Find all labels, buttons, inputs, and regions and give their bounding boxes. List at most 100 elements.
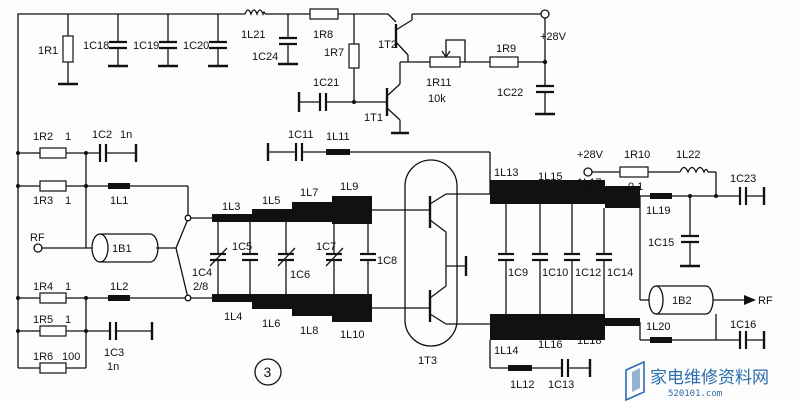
label-1l2: 1L2	[110, 281, 128, 293]
label-1r1: 1R1	[38, 45, 58, 57]
label-1c3-value: 1n	[107, 361, 119, 373]
rf-output-arrow	[744, 295, 756, 305]
label-1l22: 1L22	[676, 149, 700, 161]
label-1r2-value: 1	[65, 131, 71, 143]
capacitor-1c20	[208, 14, 228, 68]
watermark-text: 家电维修资料网	[650, 368, 769, 388]
figure-number-text: 3	[264, 364, 272, 380]
label-1l4: 1L4	[224, 311, 242, 323]
label-1c9: 1C9	[508, 267, 528, 279]
label-1b2: 1B2	[672, 295, 692, 307]
label-1c2: 1C2	[92, 129, 112, 141]
label-1r6-value: 100	[62, 351, 80, 363]
label-rf-in: RF	[30, 232, 45, 244]
watermark-sub: 520101.com	[668, 389, 722, 399]
output-section-labels: +28V 1R10 0.1 1L22 1C23 1L19 1C15 1B2 RF…	[577, 149, 773, 333]
stripline-1l1	[108, 183, 130, 189]
label-supply-right: +28V	[577, 149, 604, 161]
label-1l12: 1L12	[510, 379, 534, 391]
stripline-1l2	[108, 295, 130, 301]
trimmer-1c6	[277, 222, 296, 294]
label-1c23: 1C23	[730, 173, 756, 185]
label-1l1: 1L1	[110, 195, 128, 207]
capacitor-1c12	[564, 204, 580, 314]
resistor-1r7	[348, 43, 360, 69]
resistor-1r6	[39, 362, 67, 374]
resistor-1r3	[39, 180, 67, 192]
label-1c14: 1C14	[607, 267, 633, 279]
rf-input-terminal	[33, 243, 43, 253]
label-1c3: 1C3	[104, 347, 124, 359]
capacitor-1c10	[532, 204, 548, 314]
label-1c10: 1C10	[542, 267, 568, 279]
label-1l15: 1L15	[538, 171, 562, 183]
label-1l6: 1L6	[262, 318, 280, 330]
label-1c7: 1C7	[316, 241, 336, 253]
label-1l9: 1L9	[340, 181, 358, 193]
stripline-lower-input	[212, 294, 372, 322]
watermark-logo-icon	[625, 360, 645, 402]
capacitor-1c19	[158, 14, 178, 68]
label-1c24: 1C24	[252, 51, 278, 63]
feed-1l12-1c13: 1L12 1C13	[489, 340, 592, 391]
inductor-1l21	[244, 9, 266, 17]
capacitor-1c8	[360, 224, 376, 294]
label-1c4-value: 2/8	[193, 281, 208, 293]
stripline-1l20	[650, 337, 672, 343]
input-striplines	[191, 196, 430, 322]
resistor-1r8	[309, 8, 339, 20]
capacitor-1c24	[278, 14, 298, 66]
inductor-1l22	[679, 166, 709, 174]
label-1l11: 1L11	[326, 131, 350, 143]
watermark: 家电维修资料网 520101.com	[625, 360, 769, 402]
input-network	[16, 144, 192, 374]
bias-circuit	[17, 8, 555, 148]
label-1c11: 1C11	[288, 129, 313, 141]
feed-1c11-1l11: 1C11 1L11	[266, 129, 491, 194]
resistor-1r10	[619, 166, 649, 178]
label-1r3: 1R3	[33, 195, 53, 207]
label-1b1: 1B1	[112, 243, 132, 255]
capacitor-1c18	[108, 14, 128, 68]
label-1r9: 1R9	[496, 43, 516, 55]
label-1r8: 1R8	[313, 29, 333, 41]
output-labels: 1L13 1L15 1L17 1C9 1C10 1C12 1C14 1L14 1…	[494, 167, 633, 357]
label-1c18: 1C18	[83, 40, 109, 52]
label-1r3-value: 1	[65, 195, 71, 207]
label-1l7: 1L7	[300, 187, 318, 199]
label-1c4: 1C4	[192, 267, 212, 279]
label-1c2-value: 1n	[120, 129, 132, 141]
stripline-upper-output	[490, 180, 640, 208]
label-1r7: 1R7	[324, 47, 344, 59]
label-1l5: 1L5	[262, 195, 280, 207]
label-1c12: 1C12	[575, 267, 601, 279]
figure-number: 3	[254, 358, 282, 386]
capacitor-1c21	[297, 92, 387, 112]
label-1t2: 1T2	[378, 39, 397, 51]
stripline-lower-output	[490, 314, 640, 340]
label-rf-out: RF	[758, 295, 773, 307]
resistor-1r5	[39, 325, 67, 337]
resistor-1r9	[489, 56, 519, 68]
label-1r11: 1R11	[426, 77, 451, 89]
label-1r4-value: 1	[65, 281, 71, 293]
label-1l19: 1L19	[646, 205, 670, 217]
potentiometer-1r11	[420, 39, 490, 68]
transistor-1t3	[404, 159, 490, 347]
output-section	[583, 166, 766, 349]
resistor-1r2	[39, 147, 67, 159]
transistor-1t2	[387, 13, 545, 63]
label-1c5: 1C5	[232, 241, 252, 253]
label-1l3: 1L3	[222, 201, 240, 213]
label-1c13: 1C13	[548, 379, 574, 391]
supply-terminal-right	[583, 167, 593, 177]
capacitor-1c5	[242, 222, 258, 294]
label-1c21: 1C21	[313, 77, 339, 89]
top-labels: 1R1 1C18 1C19 1C20 1L21 1C24 1R8 1R7 1T2…	[38, 29, 567, 124]
capacitor-1c22	[535, 84, 555, 116]
trimmer-1c4	[209, 222, 228, 294]
label-1c19: 1C19	[133, 40, 159, 52]
resistor-1r1	[62, 35, 74, 63]
